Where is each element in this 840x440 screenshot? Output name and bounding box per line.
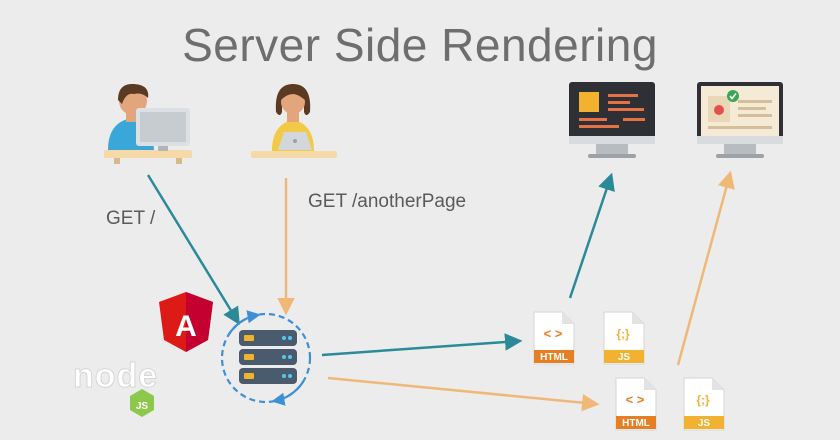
html-file-code-glyph: < > (544, 326, 563, 341)
request-label-get-root: GET / (106, 208, 156, 229)
arrow-html1-to-monitor1 (568, 172, 615, 299)
html-file-label: HTML (540, 352, 568, 363)
html-file-icon: < > HTML (615, 377, 657, 431)
arrow-user1-to-server (146, 174, 240, 325)
nodejs-logo-js: JS (136, 401, 149, 412)
page-title: Server Side Rendering (182, 19, 658, 71)
server-stack-icon (220, 310, 312, 406)
html-file-label: HTML (622, 418, 650, 429)
js-file-icon: {;} JS (683, 377, 725, 431)
monitor-code-icon (569, 82, 655, 158)
js-file-code-glyph: {;} (616, 327, 630, 341)
arrow-js2-to-monitor2 (676, 170, 735, 366)
arrow-server-to-html2 (327, 376, 600, 412)
js-file-label: JS (698, 418, 711, 429)
html-file-icon: < > HTML (533, 311, 575, 365)
js-file-icon: {;} JS (603, 311, 645, 365)
arrow-server-to-html1 (321, 333, 523, 357)
js-file-code-glyph: {;} (696, 393, 710, 407)
js-file-label: JS (618, 352, 631, 363)
angular-logo-letter: A (175, 310, 197, 343)
user-at-desktop-icon (104, 83, 192, 164)
user-at-laptop-icon (251, 84, 337, 158)
nodejs-logo-word: node (73, 357, 158, 395)
flow-arrows (146, 170, 735, 412)
nodejs-logo-icon: node JS (73, 357, 158, 417)
monitor-page-icon (697, 82, 783, 158)
request-label-get-another-page: GET /anotherPage (308, 191, 467, 212)
angular-logo-icon: A (159, 292, 213, 352)
html-file-code-glyph: < > (626, 392, 645, 407)
